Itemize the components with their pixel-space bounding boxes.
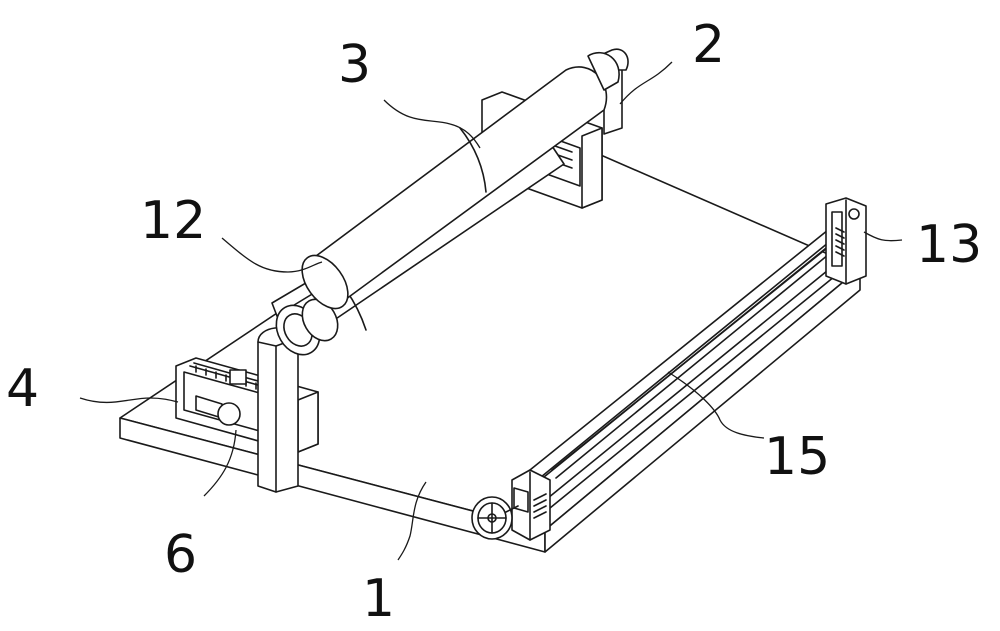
front-upright-post [257, 327, 299, 493]
label-part-1: 1 [362, 569, 395, 629]
label-part-12: 12 [140, 191, 206, 251]
leader-2 [619, 61, 673, 105]
label-part-13: 13 [916, 215, 982, 275]
leader-lines [79, 61, 903, 561]
lock-knob [217, 402, 241, 426]
main-roller [301, 51, 620, 310]
leader-13 [863, 231, 903, 242]
leader-4 [79, 397, 179, 404]
rear-end-block [825, 197, 867, 285]
handwheel [471, 496, 519, 540]
guide-rail-assembly [471, 197, 867, 541]
front-end-block [511, 469, 551, 541]
leader-15 [667, 371, 765, 439]
label-part-2: 2 [692, 15, 725, 75]
leader-12 [221, 237, 323, 273]
part-numbers: 2 3 12 13 15 4 6 1 [6, 15, 982, 629]
label-part-4: 4 [6, 359, 39, 419]
label-part-6: 6 [164, 525, 197, 585]
leader-6 [203, 429, 237, 497]
leader-3 [383, 99, 481, 149]
label-part-3: 3 [338, 35, 371, 95]
leader-1 [397, 481, 427, 561]
label-part-15: 15 [764, 427, 830, 487]
